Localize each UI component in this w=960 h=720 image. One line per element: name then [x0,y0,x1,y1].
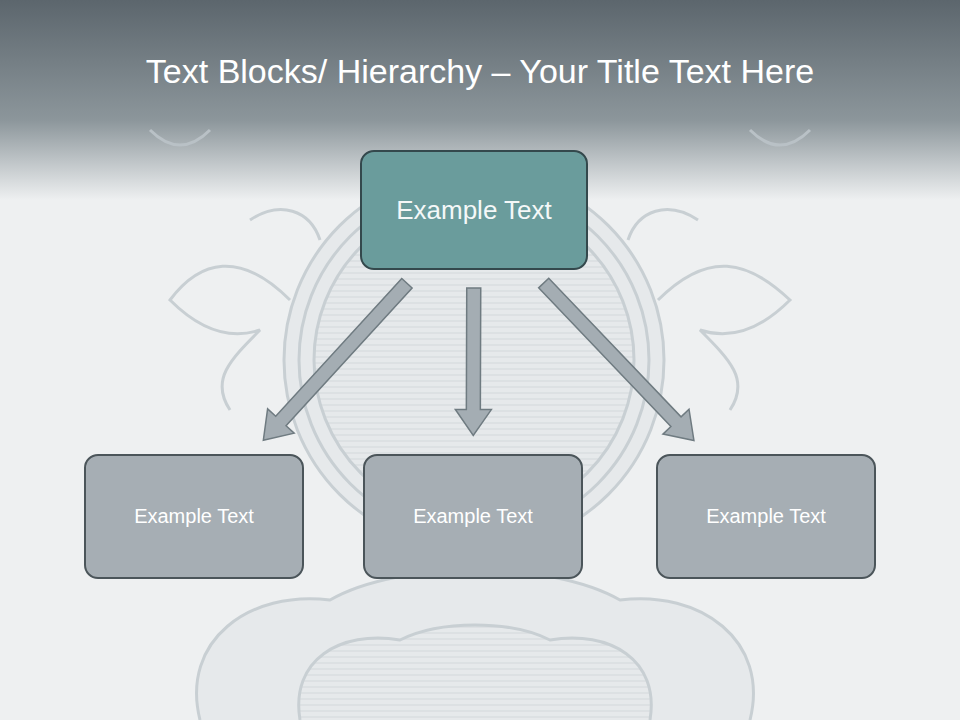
text-box: Example Text [363,454,583,579]
text-box: Example Text [656,454,876,579]
box-label: Example Text [413,505,533,528]
box-label: Example Text [706,505,826,528]
box-label: Example Text [134,505,254,528]
block-arrow [455,288,491,436]
ornament [150,130,810,720]
text-box: Example Text [84,454,304,579]
slide-title: Text Blocks/ Hierarchy – Your Title Text… [0,52,960,91]
block-arrow [263,279,412,441]
text-box: Example Text [360,150,588,270]
box-label: Example Text [396,195,552,226]
block-arrow [539,278,694,440]
